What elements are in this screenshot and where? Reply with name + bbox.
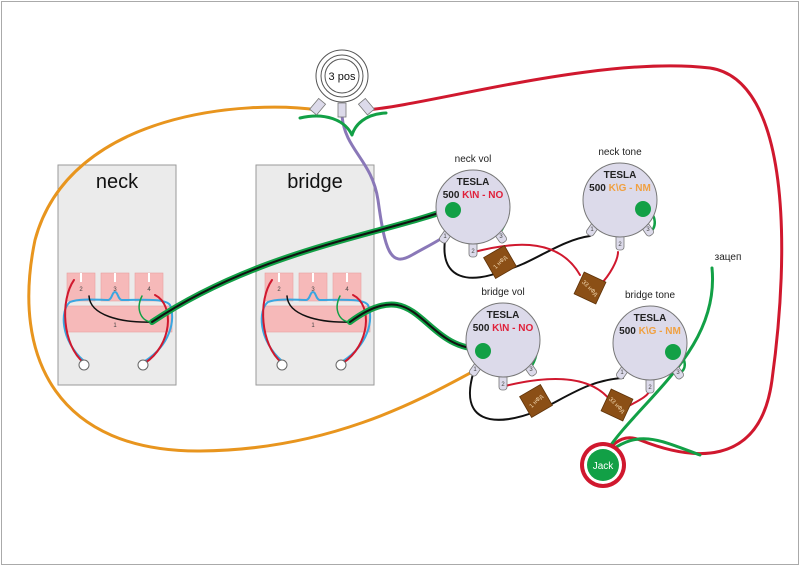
pot-brand: TESLA [604,170,637,181]
lug-number: 2 [471,249,475,255]
switch-label: 3 pos [329,71,356,83]
pad-4: 4 [345,287,349,293]
red-output-wire [364,64,784,455]
bridge-label: bridge [287,171,343,193]
pad-1: 1 [311,323,315,329]
pot-brand: TESLA [457,177,490,188]
capacitor-bridge-33nf: 33 нФд [600,388,634,422]
pot-value: 500 K\N - NO [443,190,504,201]
capacitor-bridge-1nf: 1 нФд [519,384,553,418]
pad-4: 4 [147,287,151,293]
lug-number: 3 [646,227,650,233]
lug-number: 1 [443,234,447,240]
switch-3pos[interactable]: 3 pos [309,49,375,118]
jack-label: Jack [593,461,615,472]
lug-number: 2 [618,242,622,248]
pad-1: 1 [113,323,117,329]
capacitor-neck-1nf: 1 нФд [483,245,517,279]
pot-brand: TESLA [487,310,520,321]
lug-number: 1 [473,367,477,373]
pot-title: bridge tone [625,290,675,301]
pad-3: 3 [311,287,315,293]
pad-3: 3 [113,287,117,293]
lug-number: 3 [676,370,680,376]
pot-value: 500 K\G - NM [589,183,651,194]
switch-green-wire [298,111,388,137]
lug-number: 2 [501,382,505,388]
orange-wire [27,105,474,453]
neck-label: neck [96,171,139,193]
solder-ground-dot [665,344,681,360]
output-jack[interactable]: Jack [580,442,626,488]
lug-number: 3 [529,367,533,373]
pot-value: 500 K\G - NM [619,326,681,337]
solder-ground-dot [445,202,461,218]
capacitor-neck-33nf: 33 нФд [573,271,607,305]
lug-number: 3 [499,234,503,240]
bridge-pickup: bridge 2 3 4 1 [255,164,375,386]
lug-number: 2 [648,385,652,391]
pot-title: neck tone [598,147,642,158]
pot-title: bridge vol [481,287,524,298]
lug-number: 1 [620,370,624,376]
neck-pickup: neck 2 3 4 1 [57,164,177,386]
pot-body [582,162,658,238]
solder-ground-dot [635,201,651,217]
pot-value: 500 K\N - NO [473,323,534,334]
ground-label: зацеп [715,252,742,263]
pot-body [612,305,688,381]
pad-2: 2 [79,287,83,293]
purple-wire [340,114,447,261]
pad-2: 2 [277,287,281,293]
solder-ground-dot [475,343,491,359]
pot-brand: TESLA [634,313,667,324]
pot-body [435,169,511,245]
lug-number: 1 [590,227,594,233]
pot-title: neck vol [455,154,492,165]
